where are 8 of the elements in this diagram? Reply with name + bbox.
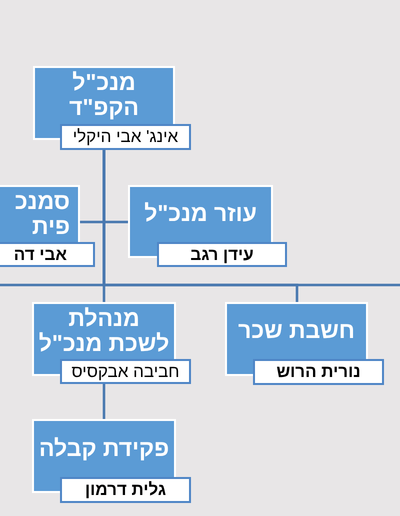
name-tag: נורית הרוש bbox=[253, 359, 384, 385]
connector-line bbox=[102, 384, 106, 419]
name-tag: גלית דרמון bbox=[60, 477, 191, 503]
name-tag: חביבה אבקסיס bbox=[60, 359, 191, 384]
name-tag: עידן רגב bbox=[157, 242, 287, 267]
name-tag: אינג' אבי היקלי bbox=[60, 124, 191, 150]
connector-line bbox=[102, 150, 400, 286]
name-tag: אבי דה bbox=[0, 242, 95, 267]
